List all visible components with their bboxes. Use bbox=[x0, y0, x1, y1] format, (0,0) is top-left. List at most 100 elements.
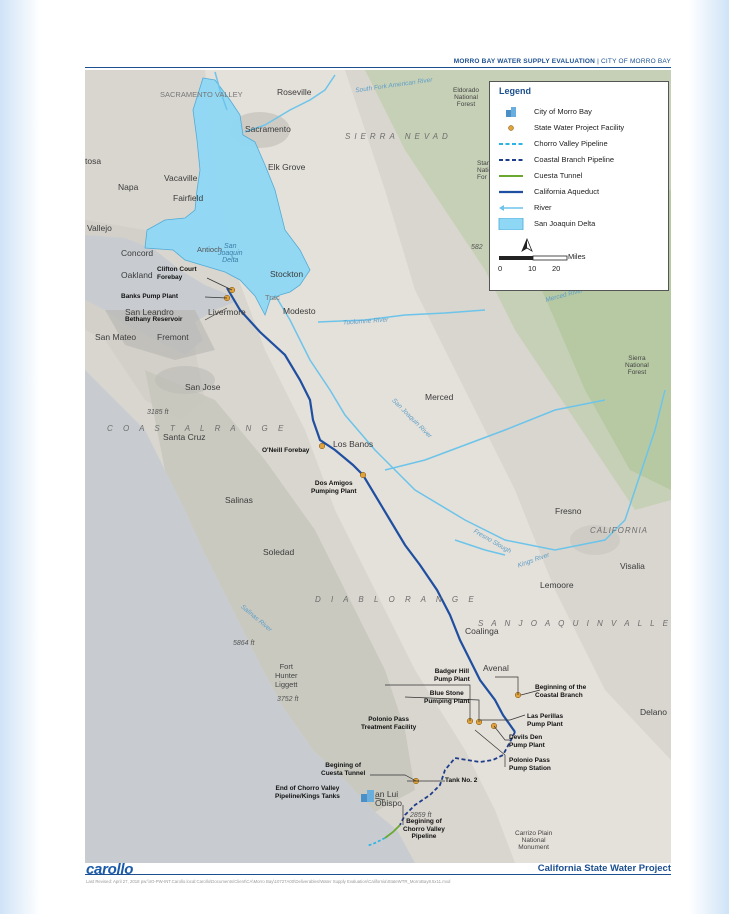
label-modesto: Modesto bbox=[283, 306, 316, 316]
legend-row-coastal: Coastal Branch Pipeline bbox=[498, 154, 663, 166]
elev-5864: 5864 ft bbox=[233, 640, 255, 647]
label-los-banos: Los Banos bbox=[333, 439, 374, 449]
footer-rule bbox=[85, 874, 671, 875]
facility-dot-icon bbox=[508, 125, 514, 131]
header-separator: | bbox=[597, 58, 599, 65]
label-napa: Napa bbox=[118, 182, 139, 192]
legend-title: Legend bbox=[499, 86, 532, 96]
facility-label-cuesta: Begining of Cuesta Tunnel bbox=[321, 762, 366, 777]
leader-lines bbox=[204, 277, 541, 825]
facility-label-blue-stone: Blue Stone Pumping Plant bbox=[424, 690, 470, 705]
label-salinas: Salinas bbox=[225, 495, 253, 505]
river-arrow-icon bbox=[499, 205, 523, 211]
legend-label-coastal: Coastal Branch Pipeline bbox=[534, 155, 615, 164]
cuesta-tunnel bbox=[384, 824, 401, 839]
legend-label-cuesta: Cuesta Tunnel bbox=[534, 171, 583, 180]
label-soledad: Soledad bbox=[263, 547, 295, 557]
facility-label-polonio-tf: Polonio Pass Treatment Facility bbox=[361, 716, 417, 731]
legend-row-chorro: Chorro Valley Pipeline bbox=[498, 138, 663, 150]
report-title: MORRO BAY WATER SUPPLY EVALUATION bbox=[453, 58, 596, 65]
label-stanislaus: Stani Natio For bbox=[477, 160, 493, 181]
label-san-jose: San Jose bbox=[185, 382, 221, 392]
facility-label-polonio-ps: Polonio Pass Pump Station bbox=[509, 757, 551, 772]
dashed-light-line-icon bbox=[499, 143, 523, 145]
legend-label-aqueduct: California Aqueduct bbox=[534, 187, 600, 196]
legend-row-river: River bbox=[498, 202, 663, 214]
label-stockton: Stockton bbox=[270, 269, 304, 279]
legend-label-facility: State Water Project Facility bbox=[534, 123, 625, 132]
elev-2859: 2859 ft bbox=[410, 812, 432, 819]
label-sacramento: Sacramento bbox=[245, 124, 291, 134]
label-roseville: Roseville bbox=[277, 87, 312, 97]
carollo-logo: carollo bbox=[86, 861, 134, 878]
legend-row-city: City of Morro Bay bbox=[498, 106, 663, 118]
map-legend: Legend City of Morro Bay State Water Pro… bbox=[489, 81, 669, 291]
label-fairfield: Fairfield bbox=[173, 193, 204, 203]
label-rosa: tosa bbox=[85, 156, 102, 166]
label-fresno: Fresno bbox=[555, 506, 582, 516]
legend-label-city: City of Morro Bay bbox=[534, 107, 592, 116]
label-coalinga: Coalinga bbox=[465, 626, 499, 636]
facility-label-oneill: O'Neill Forebay bbox=[262, 447, 310, 454]
header-city: CITY OF MORRO BAY bbox=[601, 58, 671, 65]
legend-row-facility: State Water Project Facility bbox=[498, 122, 663, 134]
label-diablo-range: D I A B L O R A N G E bbox=[315, 595, 478, 604]
scale-bar bbox=[499, 255, 568, 261]
facility-label-clifton: Clifton Court Forebay bbox=[157, 266, 197, 281]
facility-label-devils-den: Devils Den Pump Plant bbox=[509, 734, 545, 749]
sf-bay bbox=[85, 235, 235, 355]
legend-row-cuesta: Cuesta Tunnel bbox=[498, 170, 663, 182]
label-coastal-range: C O A S T A L R A N G E bbox=[107, 424, 288, 433]
label-oakland: Oakland bbox=[121, 270, 153, 280]
label-eldorado: Eldorado National Forest bbox=[453, 87, 480, 108]
footer-title: California State Water Project bbox=[537, 863, 671, 874]
label-visalia: Visalia bbox=[620, 561, 645, 571]
elev-3752: 3752 ft bbox=[277, 696, 299, 703]
coastal-branch bbox=[399, 731, 516, 826]
legend-label-river: River bbox=[534, 203, 552, 212]
facility-label-chorro-end: End of Chorro Valley Pipeline/Kings Tank… bbox=[275, 785, 340, 800]
label-elk-grove: Elk Grove bbox=[268, 162, 306, 172]
label-lemoore: Lemoore bbox=[540, 580, 574, 590]
legend-label-delta: San Joaquin Delta bbox=[534, 219, 596, 228]
label-avenal: Avenal bbox=[483, 663, 509, 673]
facility-label-bethany: Bethany Reservoir bbox=[125, 316, 183, 323]
label-sierra-nevada: SIERRA NEVAD bbox=[345, 132, 452, 141]
label-livermore: Livermore bbox=[208, 307, 246, 317]
label-sacramento-valley: SACRAMENTO VALLEY bbox=[160, 90, 243, 99]
scale-tick-20: 20 bbox=[552, 264, 561, 273]
legend-label-chorro: Chorro Valley Pipeline bbox=[534, 139, 608, 148]
san-joaquin-delta bbox=[144, 77, 311, 317]
label-san-joaquin-valley: S A N J O A Q U I N V A L L E Y bbox=[478, 619, 671, 628]
green-line-icon bbox=[499, 175, 523, 177]
facility-label-banks: Banks Pump Plant bbox=[121, 293, 179, 300]
rivers bbox=[214, 71, 666, 556]
label-delano: Delano bbox=[640, 707, 667, 717]
label-merced: Merced bbox=[425, 392, 454, 402]
elev-582: 582 bbox=[471, 244, 483, 251]
report-header: MORRO BAY WATER SUPPLY EVALUATION | CITY… bbox=[454, 58, 671, 65]
central-valley bbox=[205, 70, 671, 863]
chorro-valley-pipeline bbox=[366, 837, 386, 847]
california-aqueduct bbox=[226, 287, 516, 733]
facility-label-chorro-begin: Begining of Chorro Valley Pipeline bbox=[403, 818, 445, 840]
label-delta: San Joaquin Delta bbox=[218, 243, 243, 264]
label-vallejo: Vallejo bbox=[87, 223, 112, 233]
elev-3185: 3185 ft bbox=[147, 409, 169, 416]
city-of-morro-bay-icon bbox=[361, 790, 374, 802]
legend-row-aqueduct: California Aqueduct bbox=[498, 186, 663, 198]
label-tracy: Trac bbox=[265, 293, 280, 302]
label-san-mateo: San Mateo bbox=[95, 332, 137, 342]
scale-unit: Miles bbox=[568, 252, 586, 261]
legend-row-delta: San Joaquin Delta bbox=[498, 218, 663, 230]
facility-label-badger-hill: Badger Hill Pump Plant bbox=[434, 668, 470, 683]
label-california: CALIFORNIA bbox=[590, 526, 649, 535]
coastal-hills bbox=[145, 370, 415, 812]
north-arrow-icon bbox=[521, 238, 533, 252]
label-concord: Concord bbox=[121, 248, 154, 258]
label-vacaville: Vacaville bbox=[164, 173, 198, 183]
header-rule bbox=[85, 67, 671, 68]
scale-tick-0: 0 bbox=[498, 264, 503, 273]
facility-label-dos-amigos: Dos Amigos Pumping Plant bbox=[311, 480, 357, 495]
label-fremont: Fremont bbox=[157, 332, 189, 342]
